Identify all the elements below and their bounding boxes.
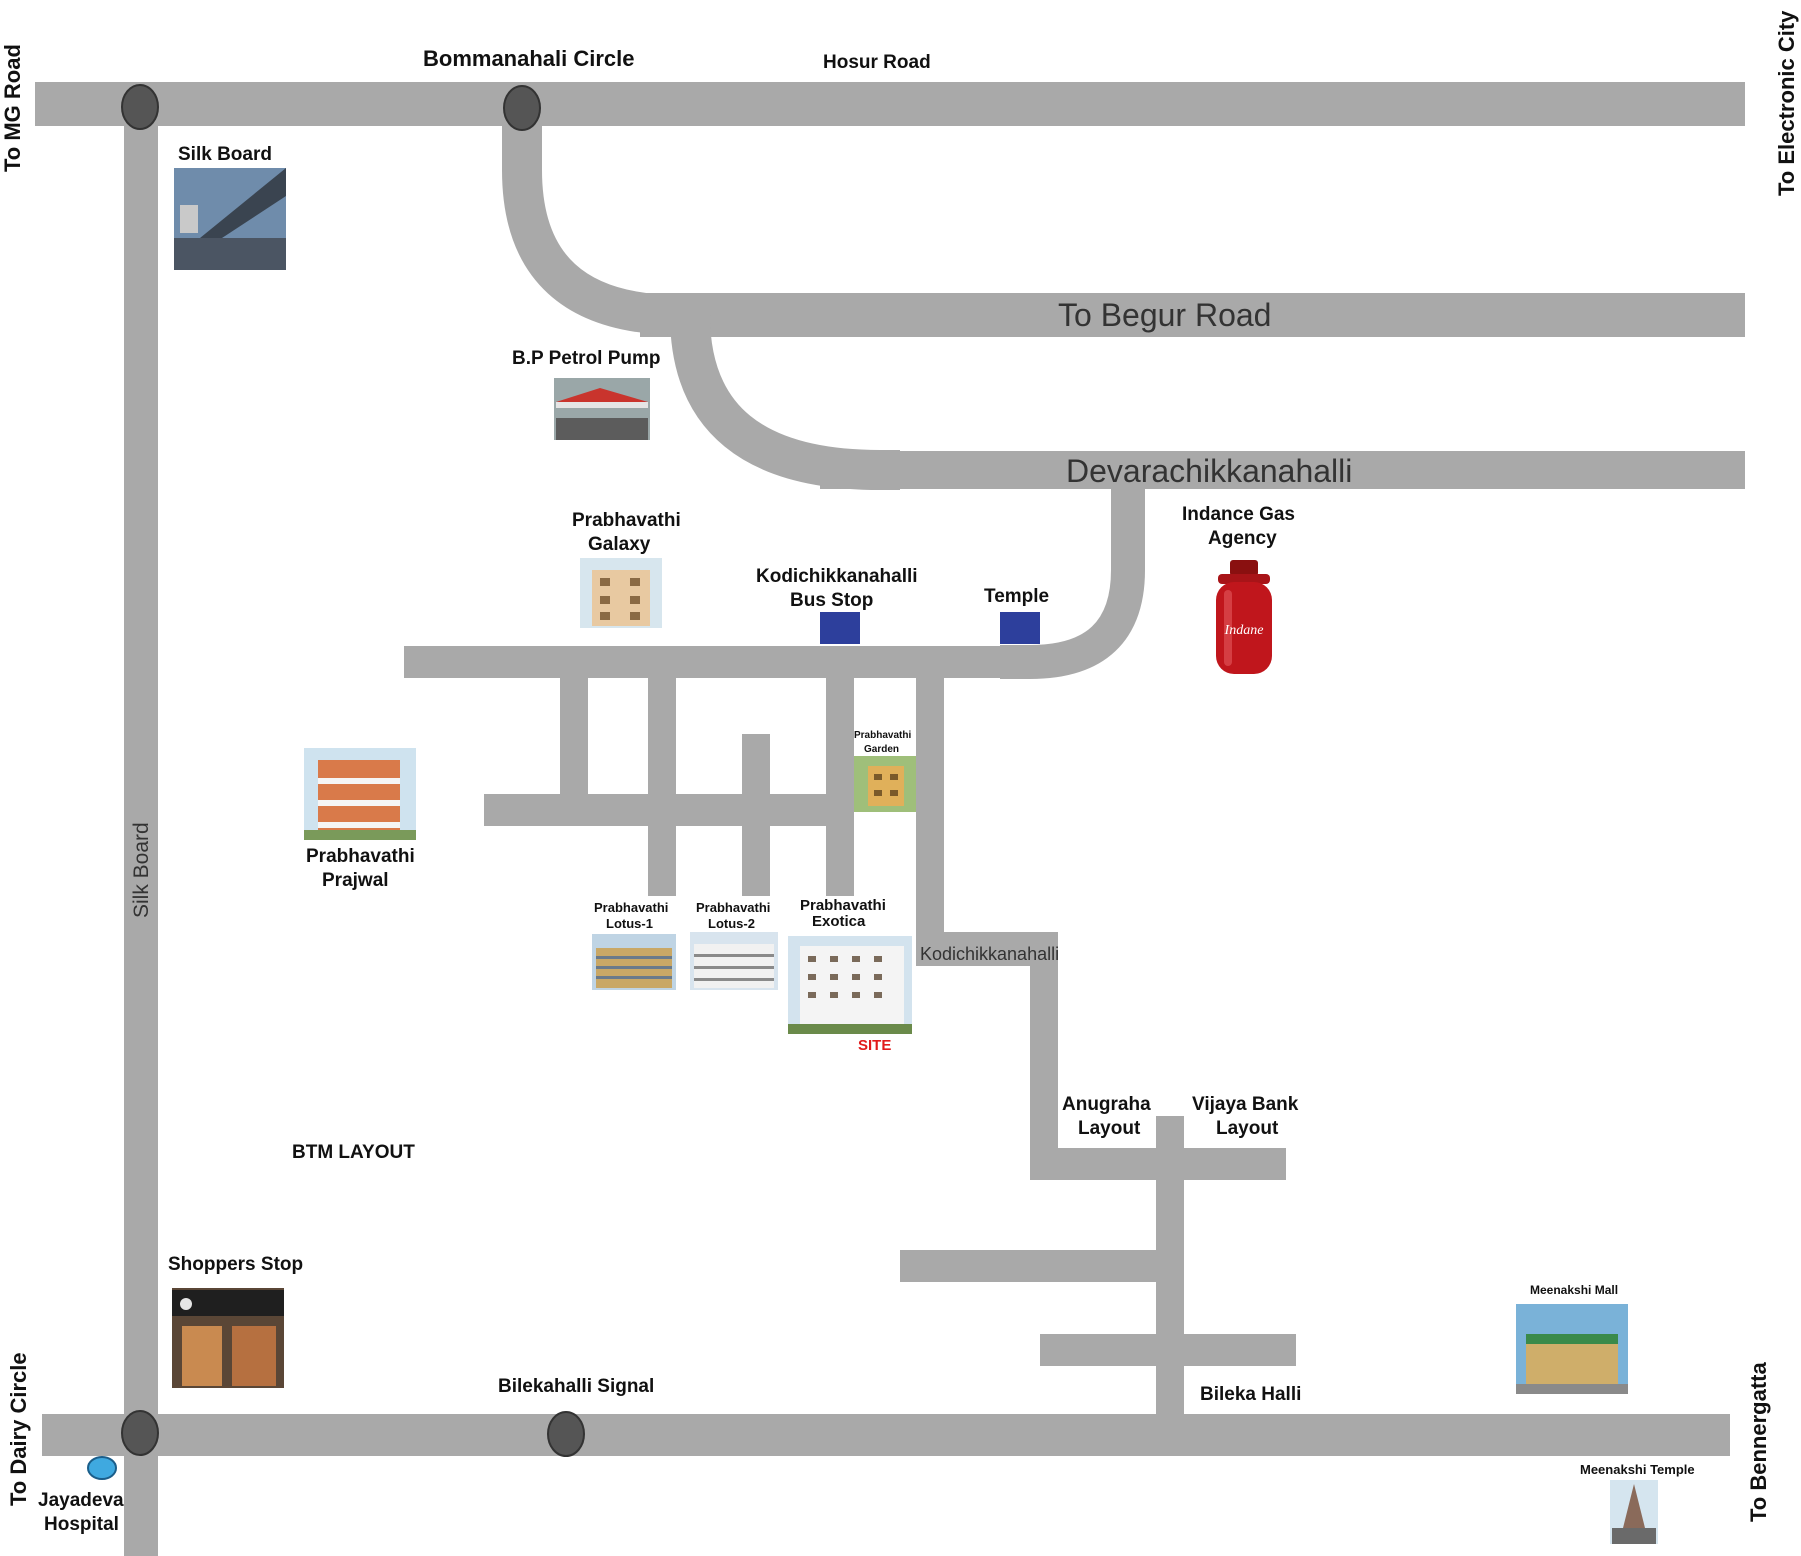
label-bommanahali-circle: Bommanahali Circle — [423, 46, 635, 71]
junction-bommanahali — [503, 85, 541, 131]
exotica-building-photo — [788, 936, 912, 1034]
direction-electronic-city: To Electronic City — [1774, 10, 1799, 196]
cylinder-brand: Indane — [1224, 623, 1264, 638]
label-silk-board: Silk Board — [178, 144, 272, 165]
label-meenakshi-temple: Meenakshi Temple — [1580, 1462, 1695, 1477]
label-lotus-2a: Prabhavathi — [696, 900, 770, 915]
direction-bennergatta: To Bennergatta — [1746, 1362, 1771, 1522]
label-devarachikkanahalli: Devarachikkanahalli — [1066, 453, 1352, 489]
curve-begur-devarachikkanahalli — [670, 314, 900, 490]
label-indane-2: Agency — [1208, 528, 1277, 549]
junction-jayadeva — [121, 1410, 159, 1456]
junctions — [121, 84, 585, 1457]
label-anugraha-1: Anugraha — [1062, 1094, 1151, 1115]
meenakshi-mall-photo — [1516, 1304, 1628, 1394]
label-bileka-halli: Bileka Halli — [1200, 1384, 1301, 1405]
lotus-2-building-photo — [690, 932, 778, 990]
road-begur — [640, 293, 1745, 337]
label-jayadeva-1: Jayadeva — [38, 1490, 124, 1511]
galaxy-building-photo — [580, 558, 662, 628]
label-bus-stop-2: Bus Stop — [790, 590, 873, 611]
label-lotus-1a: Prabhavathi — [594, 900, 668, 915]
road-inner-1 — [560, 660, 588, 800]
label-hosur-road: Hosur Road — [823, 52, 931, 73]
label-temple: Temple — [984, 586, 1049, 607]
label-site: SITE — [858, 1037, 891, 1054]
silk-board-photo — [174, 168, 286, 270]
meenakshi-temple-photo — [1610, 1480, 1658, 1544]
label-kodichikkanahalli-road: Kodichikkanahalli — [920, 944, 1059, 964]
hospital-marker-icon — [87, 1456, 117, 1480]
label-prajwal-2: Prajwal — [322, 870, 389, 891]
road-layout-2 — [1040, 1334, 1296, 1366]
junction-bilekahalli — [547, 1411, 585, 1457]
label-bp-petrol-pump: B.P Petrol Pump — [512, 348, 661, 369]
label-shoppers-stop: Shoppers Stop — [168, 1254, 303, 1275]
temple-marker-icon — [1000, 612, 1040, 644]
road-kodichikkanahalli-a — [916, 660, 944, 940]
direction-dairy-circle: To Dairy Circle — [6, 1352, 31, 1506]
road-inner-cross — [484, 794, 854, 826]
road-curves — [502, 104, 900, 490]
bp-petrol-pump-photo — [554, 378, 650, 440]
label-vijaya-1: Vijaya Bank — [1192, 1094, 1299, 1115]
road-kodichikkanahalli-main — [404, 646, 1044, 678]
label-exotica-2: Exotica — [812, 913, 866, 930]
label-lotus-1b: Lotus-1 — [606, 916, 653, 931]
road-inner-2 — [648, 660, 676, 896]
road-layout-1 — [900, 1250, 1184, 1282]
garden-building-photo — [854, 756, 916, 812]
shoppers-stop-photo — [172, 1288, 284, 1388]
label-anugraha-2: Layout — [1078, 1118, 1141, 1139]
label-begur-road: To Begur Road — [1058, 297, 1271, 333]
curve-bommanahali-begur — [502, 104, 700, 335]
road-network — [35, 82, 1745, 1556]
road-devarachikkanahalli — [820, 451, 1745, 489]
curve-devarachikkanahalli-cross — [1000, 470, 1145, 679]
label-exotica-1: Prabhavathi — [800, 897, 886, 914]
label-garden-1: Prabhavathi — [854, 730, 911, 741]
road-bannerghatta — [42, 1414, 1730, 1456]
road-hosur — [35, 82, 1745, 126]
label-silk-board-road: Silk Board — [130, 822, 153, 918]
label-btm-layout: BTM LAYOUT — [292, 1142, 415, 1163]
road-kodichikkanahalli-c — [1030, 932, 1058, 1180]
label-galaxy-1: Prabhavathi — [572, 510, 681, 531]
junction-silk-board — [121, 84, 159, 130]
direction-mg-road: To MG Road — [0, 44, 25, 172]
label-lotus-2b: Lotus-2 — [708, 916, 755, 931]
label-vijaya-2: Layout — [1216, 1118, 1279, 1139]
label-bilekahalli-signal: Bilekahalli Signal — [498, 1376, 654, 1397]
label-prajwal-1: Prabhavathi — [306, 846, 415, 867]
label-indane-1: Indance Gas — [1182, 504, 1295, 525]
label-meenakshi-mall: Meenakshi Mall — [1530, 1283, 1618, 1297]
label-jayadeva-2: Hospital — [44, 1514, 119, 1535]
road-silk-board — [124, 104, 158, 1556]
gas-cylinder-icon: Indane — [1216, 560, 1272, 674]
label-bus-stop-1: Kodichikkanahalli — [756, 566, 918, 587]
prajwal-building-photo — [304, 748, 416, 840]
bus-stop-marker-icon — [820, 612, 860, 644]
road-inner-4 — [826, 660, 854, 896]
label-garden-2: Garden — [864, 744, 899, 755]
label-galaxy-2: Galaxy — [588, 534, 651, 555]
lotus-1-building-photo — [592, 934, 676, 990]
